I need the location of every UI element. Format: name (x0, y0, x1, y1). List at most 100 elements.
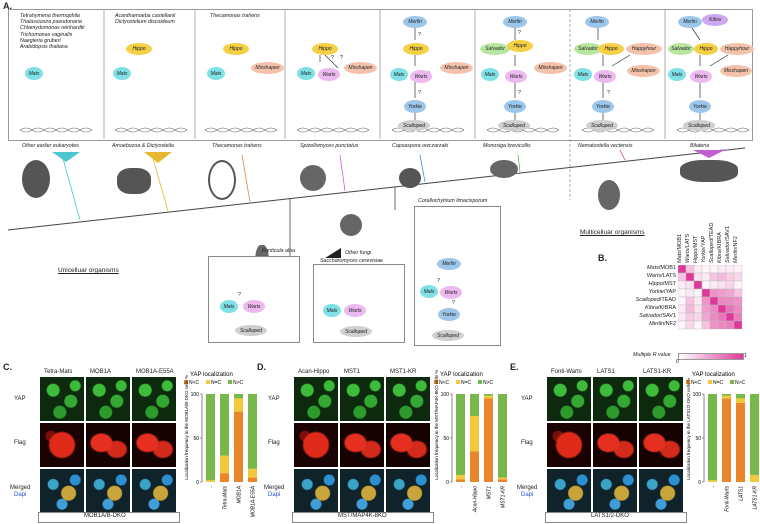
merged-micrograph (294, 469, 338, 513)
bar-segment (220, 473, 229, 482)
matrix-cell (685, 312, 695, 322)
matrix-cell (717, 280, 727, 290)
matrix-cell (693, 265, 703, 274)
matrix-cell (678, 280, 687, 290)
bar-segment (456, 474, 465, 480)
y-tick-label: 100 (441, 392, 450, 398)
mats-node: Mats (390, 68, 408, 81)
matrix-cell (693, 296, 703, 306)
warts-node: Warts (344, 304, 366, 317)
amoeba-silhouette (117, 168, 151, 194)
legend-label: N<C (439, 380, 450, 386)
misshapen-node: Misshapen (251, 62, 284, 74)
yap-micrograph (86, 377, 130, 421)
misshapen-node: Misshapen (720, 65, 752, 77)
bar-segment (484, 398, 493, 482)
legend-swatch (730, 380, 734, 384)
chart-title: YAP localization (190, 372, 233, 378)
taxon-label: Spizellomyces punctatus (300, 143, 359, 149)
bar-segment (736, 394, 745, 399)
matrix-cell (725, 265, 735, 274)
bar-segment (750, 474, 759, 482)
legend-label: N>C (233, 380, 244, 386)
matrix-cell (709, 312, 719, 322)
matrix-cell (693, 280, 703, 290)
y-tick-label: 50 (695, 436, 701, 442)
y-tick-label: 0 (446, 480, 449, 486)
question-mark: ? (607, 90, 610, 96)
y-axis-label: Localization frequency in the MOB1A/B-DK… (184, 375, 189, 480)
matrix-cell (685, 320, 695, 330)
matrix-cell (709, 320, 719, 330)
cell-line-box (292, 512, 434, 523)
row-label-dapi: Dapi (521, 492, 534, 498)
y-tick-label: 0 (196, 480, 199, 486)
row-label-yap: YAP (14, 396, 26, 402)
merged-micrograph (386, 469, 430, 513)
matrix-cell (709, 265, 719, 274)
unicellular-label: Unicelluar organisms (58, 267, 119, 274)
column-label: MOB1A (90, 369, 112, 375)
column-label: LATS1-KR (643, 369, 672, 375)
row-label-dapi: Dapi (14, 492, 27, 498)
matrix-row-label: Warts/LATS (646, 273, 676, 279)
yorkie-node: Yorkie (689, 100, 711, 113)
scalloped-node: Scalloped (683, 120, 715, 131)
matrix-col-label: Merlin/NF2 (733, 236, 739, 263)
matrix-cell (733, 272, 743, 282)
warts-node: Warts (410, 70, 432, 83)
colorbar-min: 0 (676, 359, 679, 365)
matrix-cell (709, 288, 719, 298)
scalloped-node: Scalloped (235, 325, 267, 336)
x-tick-label: LATS1 (739, 486, 745, 501)
mats-node: Mats (25, 67, 43, 80)
row-label-dapi: Dapi (268, 492, 281, 498)
merlin-node: Merlin (678, 16, 702, 28)
x-tick-label: MST1-KR (501, 486, 507, 508)
bar-segment (456, 479, 465, 482)
yap-micrograph (340, 377, 384, 421)
flag-micrograph (340, 423, 384, 467)
bar-segment (722, 398, 731, 482)
flag-micrograph (294, 423, 338, 467)
hippo-node: Hippo (403, 43, 429, 55)
column-label: Fonti-Warts (551, 369, 582, 375)
x-tick-label: Acan-Hippo (473, 486, 479, 513)
matrix-cell (678, 304, 687, 314)
panel-label-b: B. (598, 253, 607, 263)
cell-line-box (545, 512, 687, 523)
yap-micrograph (294, 377, 338, 421)
bilateria-silhouette (680, 160, 738, 182)
matrix-cell (693, 272, 703, 282)
merged-micrograph (40, 469, 84, 513)
legend-label: N<C (691, 380, 702, 386)
matrix-cell (701, 304, 711, 314)
matrix-col-label: Yorkie/YAP (701, 235, 707, 263)
mats-node: Mats (323, 304, 341, 317)
row-label-merged: Merged (517, 485, 538, 491)
matrix-col-label: Kibra/KIBRA (717, 232, 723, 263)
happyhour-node: Happyhour (626, 43, 662, 55)
bar-segment (248, 477, 257, 482)
hippo-node: Hippo (126, 43, 152, 55)
bar-segment (470, 416, 479, 452)
legend-label: N=C (461, 380, 472, 386)
column-label: Tetra-Mats (44, 369, 73, 375)
yorkie-node: Yorkie (404, 100, 426, 113)
bar-segment (220, 394, 229, 456)
matrix-cell (717, 288, 727, 298)
matrix-row-label: Salvador/SAV1 (639, 313, 676, 319)
matrix-cell (678, 288, 687, 298)
thecamonas-silhouette (208, 160, 236, 200)
flag-micrograph (547, 423, 591, 467)
taxon-label: Saccharomyces cerevisiae (320, 258, 383, 264)
matrix-cell (725, 312, 735, 322)
correlation-matrix (678, 265, 743, 330)
matrix-cell (685, 288, 695, 298)
legend-label: N=C (713, 380, 724, 386)
taxon-label: Other earlier eukaryotes (22, 143, 79, 149)
flag-micrograph (593, 423, 637, 467)
